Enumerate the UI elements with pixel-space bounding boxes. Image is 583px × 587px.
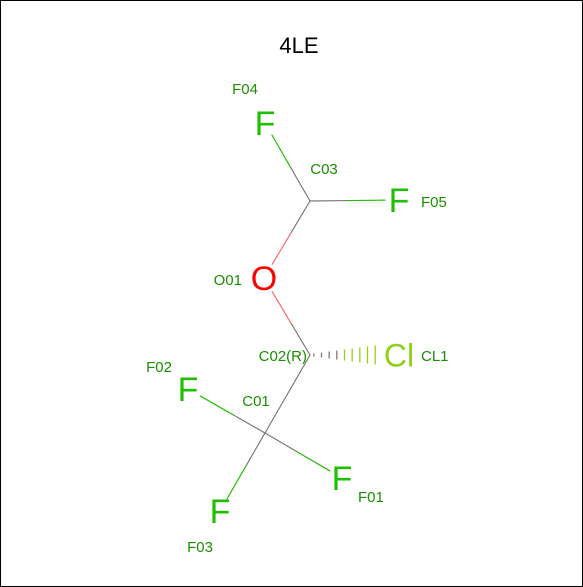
- atom-label-f03: F03: [187, 539, 213, 556]
- atom-f04: F F04: [232, 81, 275, 143]
- bond-c02-cl1: [313, 345, 376, 365]
- atom-symbol-f04: F: [255, 105, 276, 143]
- bond-half: [264, 432, 299, 453]
- bond-half: [199, 395, 234, 416]
- atom-symbol-o01: O: [251, 260, 277, 298]
- bond-half: [290, 200, 311, 234]
- atom-c02: C02(R): [259, 348, 307, 365]
- atom-f03: F F03: [187, 493, 230, 556]
- bond-half: [271, 232, 292, 265]
- atom-label-c01: C01: [242, 393, 270, 410]
- bond-o01-c02: [271, 291, 311, 356]
- bond-half: [245, 432, 266, 467]
- bond-half: [264, 393, 289, 434]
- atom-label-f02: F02: [146, 359, 172, 376]
- atom-c01: C01: [242, 393, 270, 410]
- atom-symbol-f05: F: [389, 182, 410, 220]
- atom-symbol-f03: F: [210, 493, 231, 531]
- bond-c01-f01: [264, 432, 331, 472]
- atom-c03: C03: [310, 161, 338, 178]
- bond-c02-c01: [264, 354, 311, 434]
- bond-half: [271, 291, 292, 324]
- bond-c01-f03: [226, 432, 266, 500]
- atom-label-f04: F04: [232, 81, 258, 98]
- bond-half: [271, 134, 292, 169]
- bond-half: [286, 354, 311, 395]
- atom-symbol-f01: F: [332, 460, 353, 498]
- atom-label-o01: O01: [214, 272, 242, 289]
- atom-cl1: Cl CL1: [384, 338, 449, 374]
- bond-half: [226, 465, 247, 500]
- bond-half: [290, 322, 311, 356]
- atom-f05: F F05: [389, 182, 447, 220]
- bonds-layer: [199, 134, 386, 500]
- bond-c03-f05: [309, 199, 386, 202]
- atom-label-f05: F05: [421, 194, 447, 211]
- atom-label-cl1: CL1: [421, 348, 449, 365]
- atom-f02: F F02: [146, 359, 198, 409]
- atom-f01: F F01: [332, 460, 384, 506]
- bond-half: [296, 451, 331, 472]
- bond-c03-o01: [271, 200, 311, 265]
- molecule-title: 4LE: [279, 33, 318, 58]
- atom-label-c02: C02(R): [259, 348, 307, 365]
- atom-label-c03: C03: [310, 161, 338, 178]
- bond-half: [290, 167, 311, 202]
- atom-symbol-f02: F: [178, 371, 199, 409]
- bond-c01-f02: [199, 395, 266, 434]
- bond-c03-f04: [271, 134, 311, 202]
- atom-label-f01: F01: [358, 489, 384, 506]
- atom-o01: O O01: [214, 260, 278, 298]
- atom-symbol-cl1: Cl: [384, 338, 414, 374]
- bond-half: [231, 413, 266, 434]
